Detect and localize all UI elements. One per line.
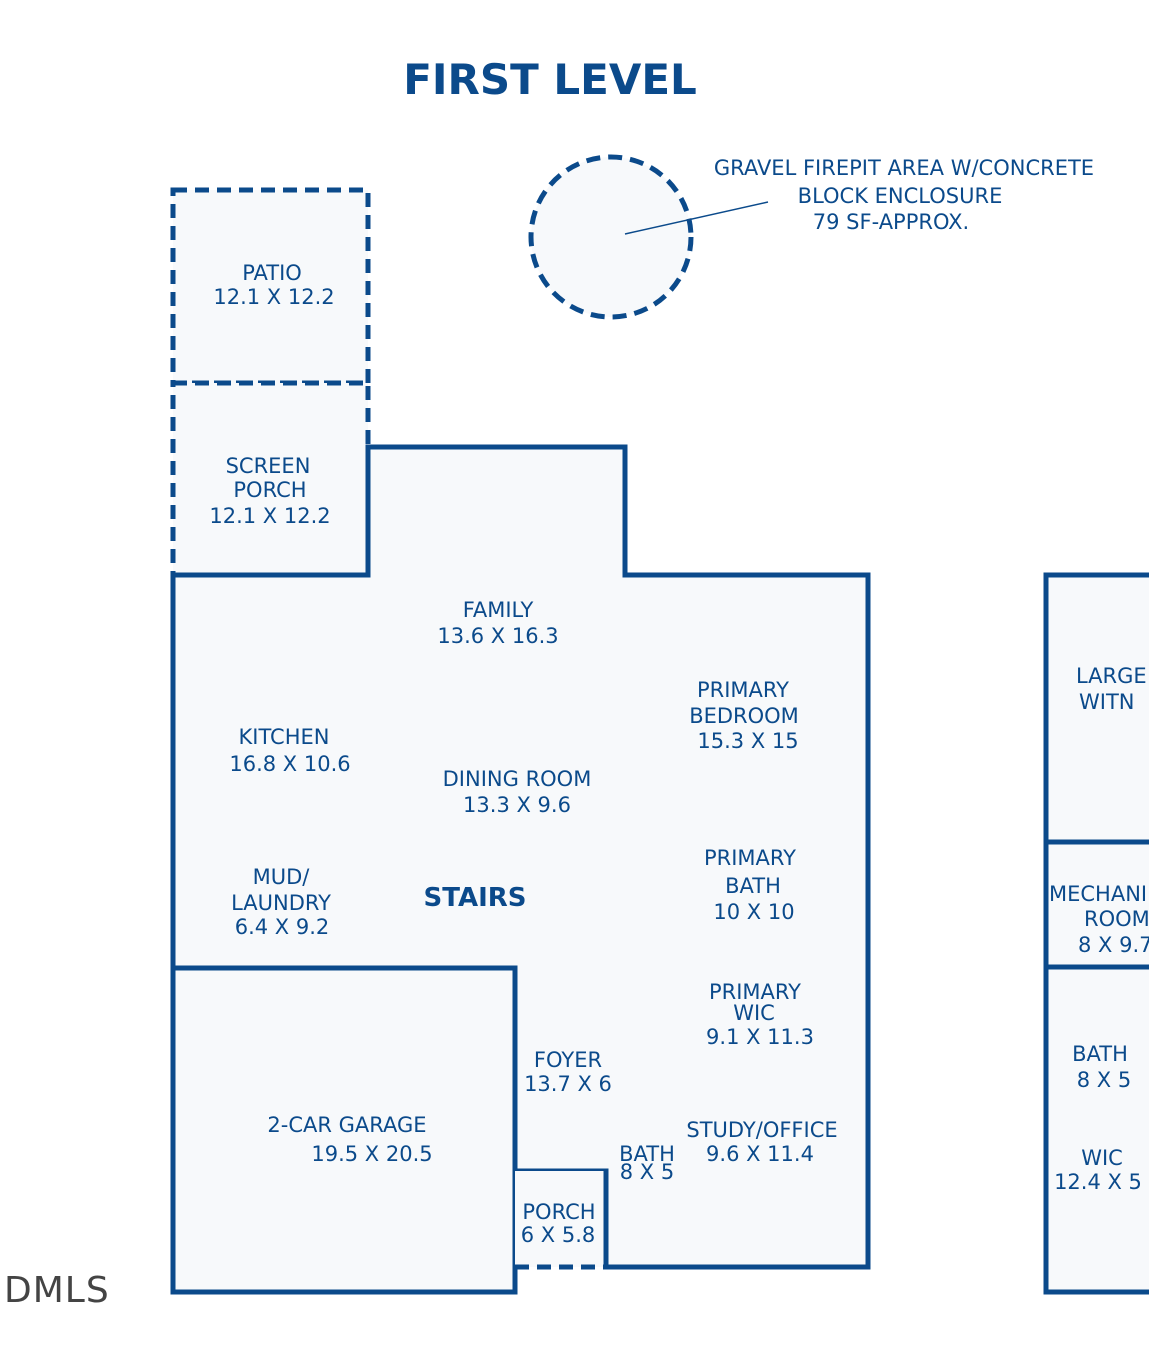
right-large-line1: LARGE (1076, 664, 1147, 688)
kitchen-size: 16.8 X 10.6 (229, 752, 350, 776)
family-size: 13.6 X 16.3 (437, 624, 558, 648)
mud-laundry-name2: LAUNDRY (231, 891, 331, 915)
right-bath-name: BATH (1072, 1042, 1128, 1066)
screen-porch-name2: PORCH (233, 478, 306, 502)
garage-outline (170, 965, 518, 1295)
primary-bath-name2: BATH (725, 874, 781, 898)
porch-size: 6 X 5.8 (521, 1223, 596, 1247)
right-mechanical-line1: MECHANI (1049, 882, 1147, 906)
primary-bath-size: 10 X 10 (713, 900, 794, 924)
patio-area (170, 187, 371, 386)
primary-wic-name2: WIC (733, 1001, 775, 1025)
screen-porch-area (170, 380, 371, 578)
garage-size: 19.5 X 20.5 (311, 1142, 432, 1166)
study-size: 9.6 X 11.4 (706, 1142, 814, 1166)
firepit-label-line2: BLOCK ENCLOSURE (798, 184, 1003, 208)
right-wic-size: 12.4 X 5 (1054, 1170, 1142, 1194)
porch-name: PORCH (522, 1200, 595, 1224)
primary-bedroom-name2: BEDROOM (689, 704, 799, 728)
right-bath-size: 8 X 5 (1077, 1068, 1131, 1092)
stairs-label: STAIRS (424, 883, 527, 913)
patio-size: 12.1 X 12.2 (213, 285, 334, 309)
right-wic-name: WIC (1081, 1146, 1123, 1170)
family-name: FAMILY (463, 598, 534, 622)
dining-room-size: 13.3 X 9.6 (463, 793, 571, 817)
firepit-leader-line (624, 201, 769, 235)
right-mechanical-size: 8 X 9.7 (1078, 933, 1149, 957)
porch-fill (515, 1171, 606, 1267)
screen-porch-name1: SCREEN (226, 454, 311, 478)
mud-laundry-name1: MUD/ (253, 865, 311, 889)
study-name: STUDY/OFFICE (686, 1118, 837, 1142)
primary-wic-size: 9.1 X 11.3 (706, 1025, 814, 1049)
watermark: DMLS (4, 1270, 110, 1311)
foyer-size: 13.7 X 6 (524, 1072, 612, 1096)
firepit-circle (528, 154, 694, 320)
garage-name: 2-CAR GARAGE (267, 1113, 426, 1137)
plan-title: FIRST LEVEL (403, 55, 697, 104)
dining-room-name: DINING ROOM (443, 767, 592, 791)
firepit-label-line1: GRAVEL FIREPIT AREA W/CONCRETE (714, 156, 1094, 180)
right-mechanical-line2: ROOM (1084, 907, 1149, 931)
foyer-name: FOYER (534, 1048, 602, 1072)
kitchen-name: KITCHEN (239, 725, 330, 749)
primary-bath-name1: PRIMARY (704, 846, 796, 870)
mud-laundry-size: 6.4 X 9.2 (235, 915, 330, 939)
firepit-label-line3: 79 SF-APPROX. (813, 210, 969, 234)
primary-bedroom-name1: PRIMARY (697, 678, 789, 702)
garage-fill (173, 968, 515, 1292)
bath-name: BATH (619, 1142, 675, 1166)
patio-name: PATIO (242, 261, 302, 285)
bath-size: 8 X 5 (620, 1160, 674, 1184)
right-plan-outline (1043, 572, 1149, 1295)
house-floor-fill (173, 447, 868, 1267)
right-large-line2: WITN (1079, 690, 1135, 714)
primary-wic-name1: PRIMARY (709, 980, 801, 1004)
screen-porch-size: 12.1 X 12.2 (209, 504, 330, 528)
right-plan-fill (1046, 575, 1149, 1292)
primary-bedroom-size: 15.3 X 15 (697, 729, 798, 753)
